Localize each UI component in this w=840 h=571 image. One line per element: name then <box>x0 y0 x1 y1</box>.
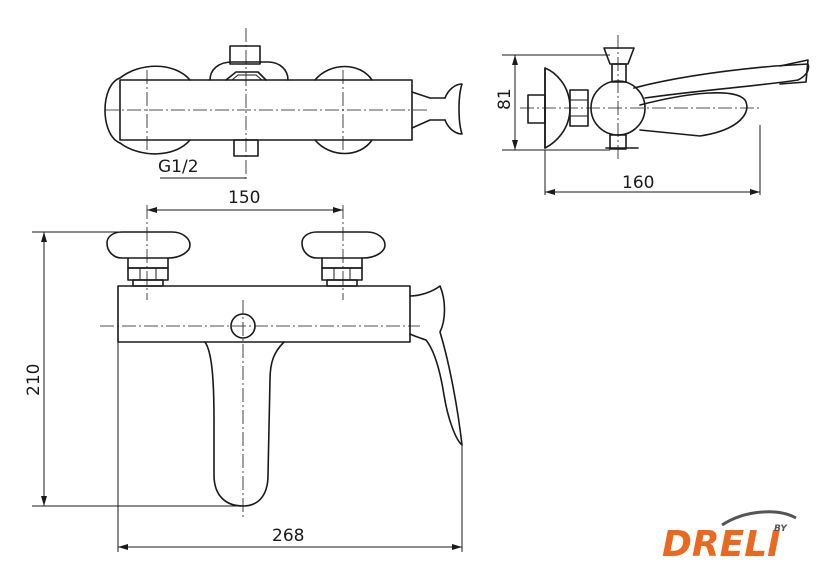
front-view <box>100 205 463 520</box>
top-view <box>104 28 463 180</box>
dimension-150: 150 <box>147 188 343 213</box>
side-view <box>520 35 810 160</box>
logo-by: BY <box>774 524 788 534</box>
logo-text: DRELI <box>662 524 781 565</box>
thread-label: G1/2 <box>158 157 199 177</box>
dimension-268: 268 <box>117 342 463 552</box>
dimension-160-label: 160 <box>622 173 654 193</box>
dimension-150-label: 150 <box>228 188 260 208</box>
dimension-81: 81 <box>495 54 610 151</box>
dimension-268-label: 268 <box>272 526 304 546</box>
dreli-logo: DRELI BY <box>662 510 797 565</box>
dimension-81-label: 81 <box>495 88 515 110</box>
thread-dimension: G1/2 <box>158 157 246 179</box>
dimension-160: 160 <box>544 125 761 195</box>
dimension-210-label: 210 <box>24 364 44 396</box>
dimension-210: 210 <box>24 231 243 507</box>
